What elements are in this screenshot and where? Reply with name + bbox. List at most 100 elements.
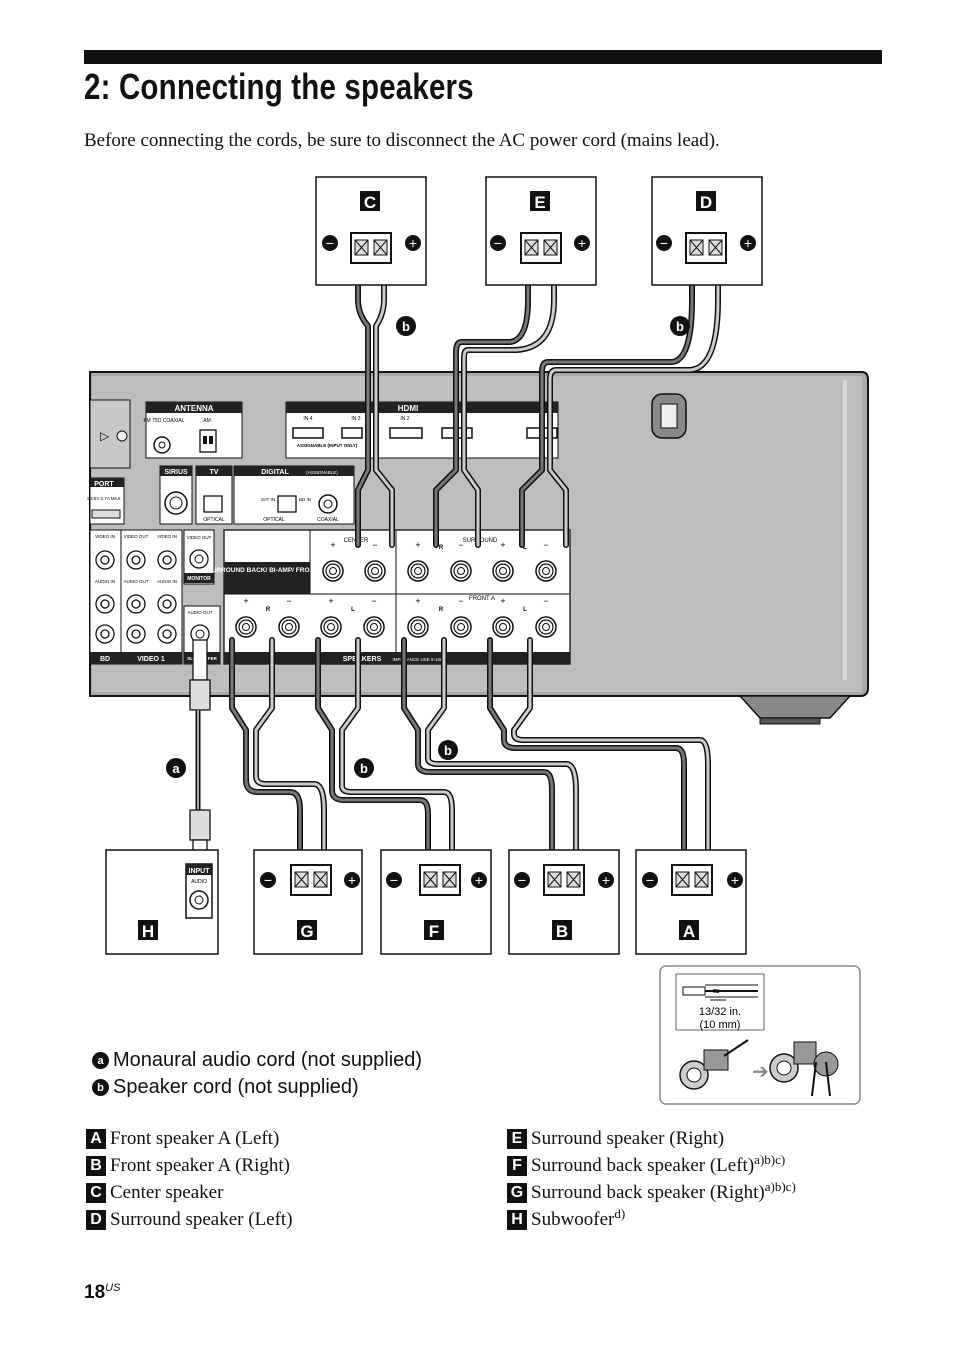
legend-text: Surround back speaker (Left): [531, 1154, 755, 1176]
svg-text:+: +: [330, 540, 335, 550]
strip-measure-mm: (10 mm): [700, 1019, 741, 1031]
subwoofer-cord: [189, 639, 211, 871]
tv-label: TV: [210, 469, 219, 476]
legend-letter: E: [507, 1128, 527, 1149]
speaker-terminals-panel: SURROUND BACK/ BI-AMP/ FRONT B CENTER SU…: [207, 529, 571, 665]
cord-legend-text: Monaural audio cord (not supplied): [113, 1049, 423, 1071]
svg-text:+: +: [415, 540, 420, 550]
monitor-label: MONITOR: [187, 576, 211, 582]
tv-optical-label: OPTICAL: [203, 517, 225, 523]
speakers-label: SPEAKERS: [343, 656, 382, 663]
legend-letter: C: [86, 1182, 106, 1203]
sb-r-label: R: [266, 607, 271, 613]
legend-text: Subwoofer: [531, 1208, 615, 1230]
in2-label: IN 2: [400, 416, 409, 422]
sirius-label: SIRIUS: [164, 469, 188, 476]
svg-text:➔: ➔: [752, 1061, 769, 1083]
page-number-value: 18: [84, 1282, 106, 1303]
speaker-letter-c: C: [364, 193, 376, 212]
legend-letter: A: [86, 1128, 106, 1149]
cord-legend: a Monaural audio cord (not supplied) b S…: [92, 1049, 422, 1099]
marker-b: b: [402, 319, 410, 334]
legend-letter: D: [86, 1209, 106, 1230]
plus-sign: +: [744, 235, 752, 251]
minus-sign: −: [494, 235, 502, 251]
bd-in-label: BD IN: [299, 497, 311, 502]
speaker-box-h: H INPUT AUDIO: [105, 849, 219, 955]
speaker-box-b: B − +: [508, 849, 620, 955]
page-title: 2: Connecting the speakers: [84, 66, 474, 107]
speaker-letter-d: D: [700, 193, 712, 212]
assignable-label: (ASSIGNABLE): [306, 470, 338, 475]
plus-sign: +: [409, 235, 417, 251]
plus-sign: +: [578, 235, 586, 251]
marker-b: b: [360, 761, 368, 776]
svg-text:−: −: [458, 596, 463, 606]
svg-text:≈: ≈: [713, 984, 720, 998]
svg-text:−: −: [458, 540, 463, 550]
title-rule: [84, 50, 882, 64]
antenna-panel: ANTENNA FM 75Ω COAXIAL AM: [144, 401, 243, 459]
cord-legend-item: a Monaural audio cord (not supplied): [92, 1049, 422, 1072]
svg-text:−: −: [543, 540, 548, 550]
surround-back-label: SURROUND BACK/ BI-AMP/ FRONT B: [207, 567, 325, 574]
v1-video-in-label: VIDEO IN: [157, 534, 177, 539]
v1-audio-in-label: AUDIO IN: [157, 579, 177, 584]
speaker-box-e: E − +: [485, 176, 597, 286]
marker-a: a: [172, 761, 180, 776]
minus-sign: −: [646, 872, 654, 888]
svg-text:+: +: [415, 596, 420, 606]
antenna-label: ANTENNA: [174, 404, 213, 413]
legend-text: Surround speaker (Left): [110, 1208, 293, 1230]
port-panel: PORT DC5V 0.7A MAX: [87, 477, 125, 525]
sat-in-label: SAT IN: [261, 497, 275, 502]
marker-b: b: [676, 319, 684, 334]
marker-b: b: [444, 743, 452, 758]
legend-footnote: d): [614, 1205, 626, 1221]
cord-marker-icon: a: [92, 1052, 109, 1069]
bd-audio-in-label: AUDIO IN: [95, 579, 115, 584]
speaker-letter-f: F: [429, 922, 439, 941]
digital-optical-label: OPTICAL: [263, 517, 285, 523]
svg-text:+: +: [328, 596, 333, 606]
sb-l-label: L: [351, 607, 355, 613]
hdmi-panel: HDMI IN 4 IN 3 IN 2 ASSIGNABLE (INPUT ON…: [285, 401, 559, 459]
svg-text:+: +: [243, 596, 248, 606]
intro-text: Before connecting the cords, be sure to …: [84, 130, 720, 151]
speaker-cords-top: [355, 267, 721, 548]
legend-letter: F: [507, 1155, 527, 1176]
in3-label: IN 3: [351, 416, 360, 422]
front-r-label: R: [439, 607, 444, 613]
bd-label: BD: [100, 656, 110, 663]
minus-sign: −: [518, 872, 526, 888]
cord-legend-item: b Speaker cord (not supplied): [92, 1076, 422, 1099]
plus-sign: +: [731, 872, 739, 888]
in4-label: IN 4: [303, 416, 312, 422]
sub-audio-label: AUDIO: [191, 879, 207, 885]
legend-letter: G: [507, 1182, 527, 1203]
impedance-label: IMPEDANCE USE 6-16Ω: [393, 657, 445, 662]
plus-sign: +: [602, 872, 610, 888]
page-number: 18US: [84, 1282, 120, 1304]
av-panel: VIDEO IN VIDEO OUT VIDEO IN AUDIO IN AUD…: [89, 529, 221, 665]
legend-letter: H: [507, 1209, 527, 1230]
speaker-box-g: G − +: [253, 849, 363, 955]
legend-footnote: a)b)c): [764, 1178, 796, 1194]
legend-text: Surround speaker (Right): [531, 1127, 725, 1149]
speaker-box-d: D − +: [651, 176, 763, 286]
speaker-box-a: A − +: [635, 849, 747, 955]
minus-sign: −: [390, 872, 398, 888]
legend-text: Front speaker A (Right): [110, 1154, 290, 1176]
cord-marker-icon: b: [92, 1079, 109, 1096]
svg-text:+: +: [500, 596, 505, 606]
plus-sign: +: [348, 872, 356, 888]
monitor-video-out-label: VIDEO OUT: [187, 535, 212, 540]
svg-text:▷: ▷: [100, 429, 110, 443]
